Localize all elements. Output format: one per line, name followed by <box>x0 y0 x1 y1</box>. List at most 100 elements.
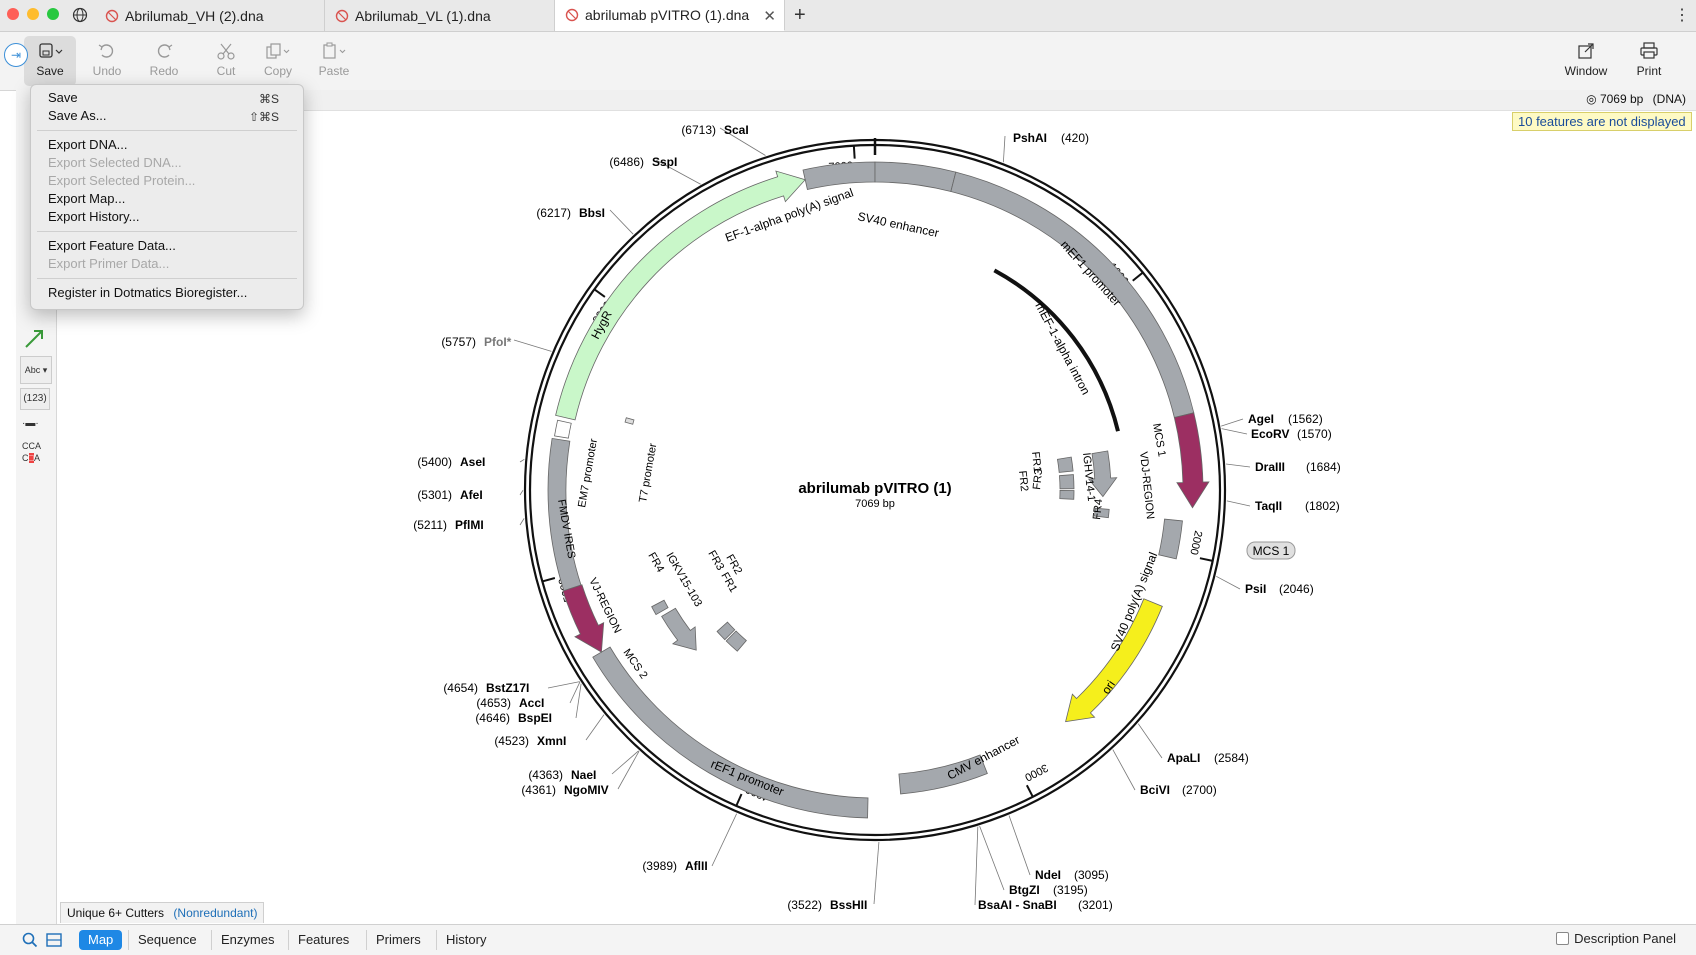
menu-item-export-dna[interactable]: Export DNA... <box>48 137 128 152</box>
mcs1-label-badge[interactable] <box>1246 541 1296 560</box>
enzyme-set-selector[interactable]: Unique 6+ Cutters (Nonredundant) <box>60 902 265 923</box>
save-icon <box>39 43 63 58</box>
site-name[interactable]: BbsI <box>579 206 605 220</box>
site-name[interactable]: NdeI <box>1035 868 1061 882</box>
tab-enzymes[interactable]: Enzymes <box>211 930 283 950</box>
menu-item-register-bioregister[interactable]: Register in Dotmatics Bioregister... <box>48 285 248 300</box>
site-name[interactable]: AseI <box>460 455 485 469</box>
redo-button[interactable]: Redo <box>138 36 190 86</box>
tab-primers[interactable]: Primers <box>366 930 430 950</box>
tab-sequence[interactable]: Sequence <box>128 930 206 950</box>
site-name[interactable]: BtgZI <box>1009 883 1040 897</box>
site-name[interactable]: BciVI <box>1140 783 1170 797</box>
number-tool-icon[interactable]: (123) <box>20 388 50 410</box>
menu-item-export-selected-dna[interactable]: Export Selected DNA... <box>48 155 182 170</box>
feature-label[interactable]: MCS 1 <box>1150 422 1168 457</box>
tab-abrilumab-vl[interactable]: Abrilumab_VL (1).dna <box>325 0 555 31</box>
menu-item-save[interactable]: Save <box>48 90 78 105</box>
close-tab-icon[interactable]: ✕ <box>763 8 776 25</box>
copy-button[interactable]: Copy <box>252 36 304 86</box>
feature-label[interactable]: SV40 enhancer <box>856 209 940 240</box>
tab-map[interactable]: Map <box>79 930 123 950</box>
feature-label[interactable]: FR4 <box>1091 498 1105 520</box>
feature-label[interactable]: mEF-1-alpha intron <box>1032 300 1093 397</box>
feature-label[interactable]: IGKV15-103 <box>663 551 704 609</box>
feature-label[interactable]: FR1 <box>1029 451 1043 473</box>
site-name[interactable]: BspEI <box>518 711 552 725</box>
site-name[interactable]: ScaI <box>724 123 749 137</box>
feature-label[interactable]: FR2 <box>1016 470 1030 492</box>
site-position: (5757) <box>441 335 476 349</box>
menu-item-export-map[interactable]: Export Map... <box>48 191 126 206</box>
site-name[interactable]: XmnI <box>537 734 566 748</box>
zoom-window-button[interactable] <box>47 8 59 20</box>
ruler-tool-icon[interactable]: ·▬· <box>22 418 39 429</box>
feature-label[interactable]: FR4 <box>645 551 666 575</box>
undo-button[interactable]: Undo <box>81 36 133 86</box>
text-tool-icon[interactable]: Abc ▾ <box>20 356 52 384</box>
close-window-button[interactable] <box>7 8 19 20</box>
site-name[interactable]: BstZ17I <box>486 681 529 695</box>
feature-label[interactable]: EM7 promoter <box>576 437 600 508</box>
site-name[interactable]: TaqII <box>1255 499 1282 513</box>
feature-label[interactable]: VDJ-REGION <box>1137 451 1156 520</box>
site-name[interactable]: BssHII <box>830 898 867 912</box>
minimize-window-button[interactable] <box>27 8 39 20</box>
sv40-enhancer-arc <box>874 161 957 192</box>
menu-item-export-selected-protein[interactable]: Export Selected Protein... <box>48 173 196 188</box>
tab-abrilumab-vh[interactable]: Abrilumab_VH (2).dna <box>95 0 325 31</box>
new-window-icon <box>1578 43 1594 59</box>
copy-icon <box>266 43 290 59</box>
tab-label: abrilumab pVITRO (1).dna <box>585 7 750 23</box>
tab-abrilumab-pvitro[interactable]: abrilumab pVITRO (1).dna ✕ <box>555 0 785 31</box>
cut-button[interactable]: Cut <box>200 36 252 86</box>
site-name[interactable]: DraIII <box>1255 460 1285 474</box>
feature-label[interactable]: FR3 <box>705 549 726 573</box>
site-name[interactable]: PfoI* <box>484 335 512 349</box>
description-panel-toggle[interactable]: Description Panel <box>1556 931 1676 946</box>
menu-item-save-as[interactable]: Save As... <box>48 108 107 123</box>
features-not-displayed-notice[interactable]: 10 features are not displayed <box>1512 112 1692 131</box>
site-name[interactable]: NaeI <box>571 768 596 782</box>
print-button[interactable]: Print <box>1623 36 1675 86</box>
paste-button[interactable]: Paste <box>308 36 360 86</box>
site-name[interactable]: NgoMIV <box>564 783 609 797</box>
tab-history[interactable]: History <box>436 930 495 950</box>
search-icon[interactable] <box>22 932 38 948</box>
site-name[interactable]: PflMI <box>455 518 484 532</box>
site-name[interactable]: BsaAI - SnaBI <box>978 898 1057 912</box>
feature-label[interactable]: T7 promoter <box>637 442 659 503</box>
menu-item-export-feature-data[interactable]: Export Feature Data... <box>48 238 176 253</box>
arrow-tool-icon[interactable] <box>22 325 48 351</box>
site-name[interactable]: SspI <box>652 155 677 169</box>
site-leader-line <box>1221 418 1244 427</box>
globe-icon[interactable] <box>72 7 88 23</box>
window-button[interactable]: Window <box>1560 36 1612 86</box>
shortcut-save-as: ⇧⌘S <box>248 110 279 124</box>
feature-label[interactable]: IGHV14-1 <box>1080 452 1097 502</box>
panel-layout-icon[interactable] <box>46 932 62 948</box>
site-name[interactable]: AfeI <box>460 488 483 502</box>
menu-item-export-primer-data[interactable]: Export Primer Data... <box>48 256 170 271</box>
site-name[interactable]: EcoRV <box>1251 427 1289 441</box>
site-name[interactable]: AflII <box>685 859 708 873</box>
save-button[interactable]: Save <box>24 36 76 86</box>
site-position: (3522) <box>787 898 822 912</box>
site-name[interactable]: PsiI <box>1245 582 1266 596</box>
site-name[interactable]: MCS 1 <box>1253 544 1290 558</box>
sidebar-toggle-icon[interactable]: ⇥ <box>4 43 28 67</box>
menu-item-export-history[interactable]: Export History... <box>48 209 140 224</box>
more-menu-icon[interactable]: ⋮ <box>1674 7 1690 24</box>
site-name[interactable]: ApaLI <box>1167 751 1200 765</box>
site-name[interactable]: PshAI <box>1013 131 1047 145</box>
feature-label[interactable]: FR3 <box>1031 468 1045 490</box>
tab-features[interactable]: Features <box>288 930 358 950</box>
tick-label: 2000 <box>1187 529 1204 555</box>
feature-label[interactable]: ori <box>1099 678 1118 697</box>
site-leader-line <box>974 826 979 906</box>
site-name[interactable]: AgeI <box>1248 412 1274 426</box>
site-name[interactable]: AccI <box>519 696 544 710</box>
position-tick <box>542 577 556 583</box>
new-tab-button[interactable]: + <box>794 4 806 26</box>
